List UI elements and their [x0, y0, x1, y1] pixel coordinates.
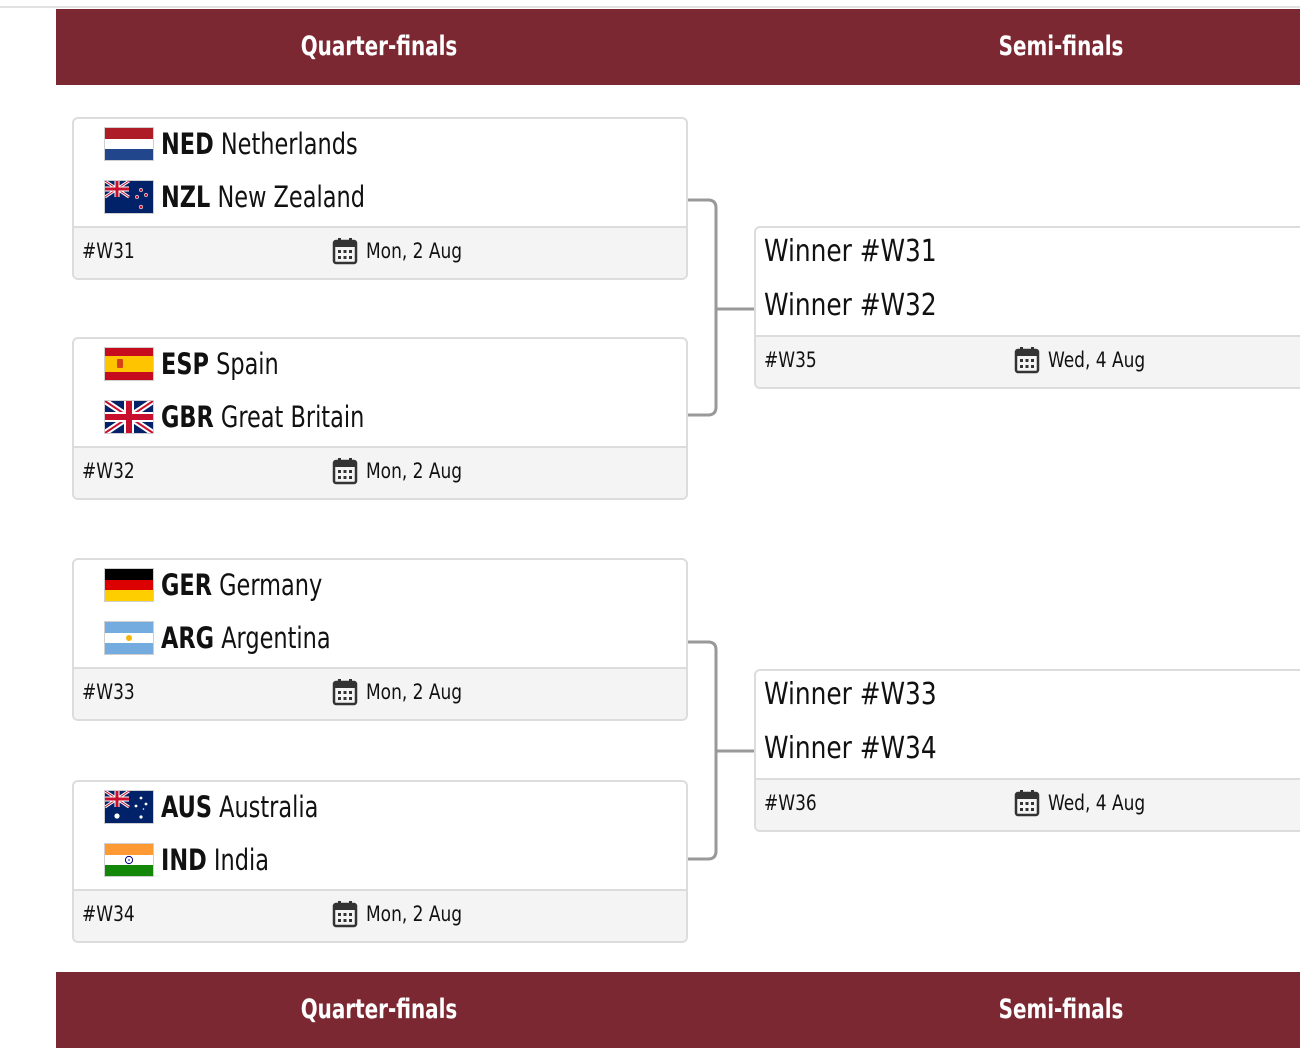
- semi-slot-1: Winner #W31: [764, 234, 937, 269]
- team-name: Germany: [219, 568, 323, 602]
- semi-finals-heading: Semi-finals: [998, 31, 1124, 62]
- team-code: NED: [161, 127, 214, 161]
- team-name: Australia: [219, 790, 319, 824]
- calendar-icon: [332, 901, 358, 928]
- match-id: #W32: [82, 459, 135, 483]
- match-date: Mon, 2 Aug: [332, 677, 473, 707]
- team-name: India: [213, 843, 269, 877]
- calendar-icon: [1014, 790, 1040, 817]
- spain-flag-icon: [104, 347, 154, 381]
- calendar-icon: [332, 679, 358, 706]
- match-footer: #W33 Mon, 2 Aug: [74, 667, 686, 719]
- match-id: #W34: [82, 902, 135, 926]
- match-card-w36[interactable]: Winner #W33 Winner #W34 #W36 Wed, 4 Aug: [754, 669, 1300, 832]
- semi-slot-1: Winner #W33: [764, 677, 937, 712]
- match-footer: #W32 Mon, 2 Aug: [74, 446, 686, 498]
- team-row-esp[interactable]: ESP Spain: [104, 344, 298, 384]
- match-card-w34[interactable]: AUS Australia IND India #W34 Mon, 2 Aug: [72, 780, 688, 943]
- team-code: GER: [161, 568, 213, 602]
- top-divider: [0, 6, 1300, 8]
- match-card-w32[interactable]: ESP Spain GBR Great Britain #W32 Mon, 2 …: [72, 337, 688, 500]
- match-date-text: Mon, 2 Aug: [366, 902, 463, 926]
- match-date: Mon, 2 Aug: [332, 456, 473, 486]
- match-footer: #W31 Mon, 2 Aug: [74, 226, 686, 278]
- match-date-text: Mon, 2 Aug: [366, 680, 463, 704]
- round-header-bottom: Quarter-finals Semi-finals: [56, 972, 1300, 1048]
- team-code: GBR: [161, 400, 214, 434]
- team-name: Great Britain: [220, 400, 365, 434]
- team-row-ned[interactable]: NED Netherlands: [104, 124, 390, 164]
- match-footer: #W36 Wed, 4 Aug: [756, 778, 1300, 830]
- match-id: #W35: [764, 348, 817, 372]
- round-header-top: Quarter-finals Semi-finals: [56, 9, 1300, 85]
- calendar-icon: [332, 458, 358, 485]
- match-id: #W31: [82, 239, 135, 263]
- semi-slot-2: Winner #W32: [764, 288, 937, 323]
- team-row-nzl[interactable]: NZL New Zealand: [104, 177, 398, 217]
- team-code: IND: [161, 843, 207, 877]
- argentina-flag-icon: [104, 621, 154, 655]
- match-date-text: Wed, 4 Aug: [1048, 348, 1146, 372]
- team-name: Argentina: [221, 621, 331, 655]
- quarter-finals-heading: Quarter-finals: [300, 994, 458, 1025]
- team-name: New Zealand: [217, 180, 365, 214]
- connector-w31-w32: [686, 198, 718, 417]
- connector-w33-w34: [686, 640, 718, 861]
- match-card-w33[interactable]: GER Germany ARG Argentina #W33 Mon, 2 Au…: [72, 558, 688, 721]
- india-flag-icon: [104, 843, 154, 877]
- match-card-w35[interactable]: Winner #W31 Winner #W32 #W35 Wed, 4 Aug: [754, 226, 1300, 389]
- netherlands-flag-icon: [104, 127, 154, 161]
- match-date: Mon, 2 Aug: [332, 236, 473, 266]
- team-code: ARG: [161, 621, 215, 655]
- semi-slot-2: Winner #W34: [764, 731, 937, 766]
- calendar-icon: [1014, 347, 1040, 374]
- team-code: NZL: [161, 180, 211, 214]
- match-footer: #W35 Wed, 4 Aug: [756, 335, 1300, 387]
- calendar-icon: [332, 238, 358, 265]
- team-row-ind[interactable]: IND India: [104, 840, 287, 880]
- match-date-text: Mon, 2 Aug: [366, 459, 463, 483]
- team-name: Netherlands: [220, 127, 358, 161]
- match-date: Wed, 4 Aug: [1014, 788, 1156, 818]
- team-code: AUS: [161, 790, 212, 824]
- team-row-gbr[interactable]: GBR Great Britain: [104, 397, 397, 437]
- team-row-ger[interactable]: GER Germany: [104, 565, 349, 605]
- match-date-text: Wed, 4 Aug: [1048, 791, 1146, 815]
- great-britain-flag-icon: [104, 400, 154, 434]
- team-row-arg[interactable]: ARG Argentina: [104, 618, 358, 658]
- germany-flag-icon: [104, 568, 154, 602]
- semi-finals-heading: Semi-finals: [998, 994, 1124, 1025]
- quarter-finals-heading: Quarter-finals: [300, 31, 458, 62]
- match-footer: #W34 Mon, 2 Aug: [74, 889, 686, 941]
- australia-flag-icon: [104, 790, 154, 824]
- match-date-text: Mon, 2 Aug: [366, 239, 463, 263]
- team-code: ESP: [161, 347, 209, 381]
- match-date: Mon, 2 Aug: [332, 899, 473, 929]
- match-id: #W36: [764, 791, 817, 815]
- team-row-aus[interactable]: AUS Australia: [104, 787, 344, 827]
- team-name: Spain: [216, 347, 279, 381]
- new-zealand-flag-icon: [104, 180, 154, 214]
- match-id: #W33: [82, 680, 135, 704]
- match-card-w31[interactable]: NED Netherlands NZL New Zealand #W31 Mon…: [72, 117, 688, 280]
- match-date: Wed, 4 Aug: [1014, 345, 1156, 375]
